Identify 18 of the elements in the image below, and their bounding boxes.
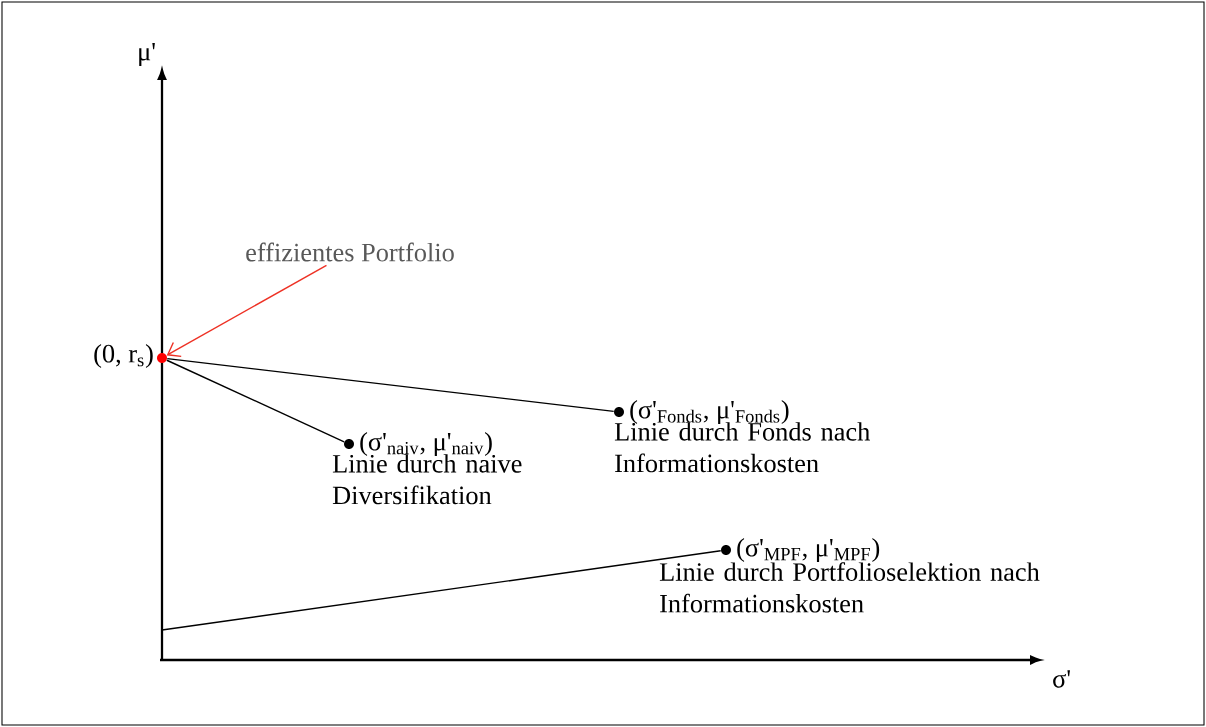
- line: [166, 357, 615, 413]
- point-marker: [721, 545, 731, 555]
- point-marker: [614, 407, 624, 417]
- line-description: Linie durch Portfolioselektion nach Informationskosten: [659, 562, 1040, 613]
- axis-label: σ': [1053, 670, 1070, 688]
- point-label: (0, r$_{s}$): [94, 344, 153, 368]
- point-label: (σ'$_{MPF}$, μ'$_{MPF}$): [737, 538, 880, 562]
- line: [166, 359, 345, 443]
- callout-text: effizientes Portfolio: [246, 242, 454, 262]
- leader-arrow: [166, 264, 328, 358]
- axis-label: μ': [139, 43, 155, 66]
- point-marker: [344, 439, 354, 449]
- point-label: (σ'$_{naiv}$, μ'$_{naiv}$): [360, 432, 492, 456]
- point-label: (σ'$_{Fonds}$, μ'$_{Fonds}$): [630, 400, 789, 424]
- line-description: Linie durch naive Diversifikation: [332, 454, 522, 505]
- line-description: Linie durch Fonds nach Informationskosten: [614, 422, 870, 473]
- line: [161, 550, 722, 631]
- point-marker: [157, 353, 167, 363]
